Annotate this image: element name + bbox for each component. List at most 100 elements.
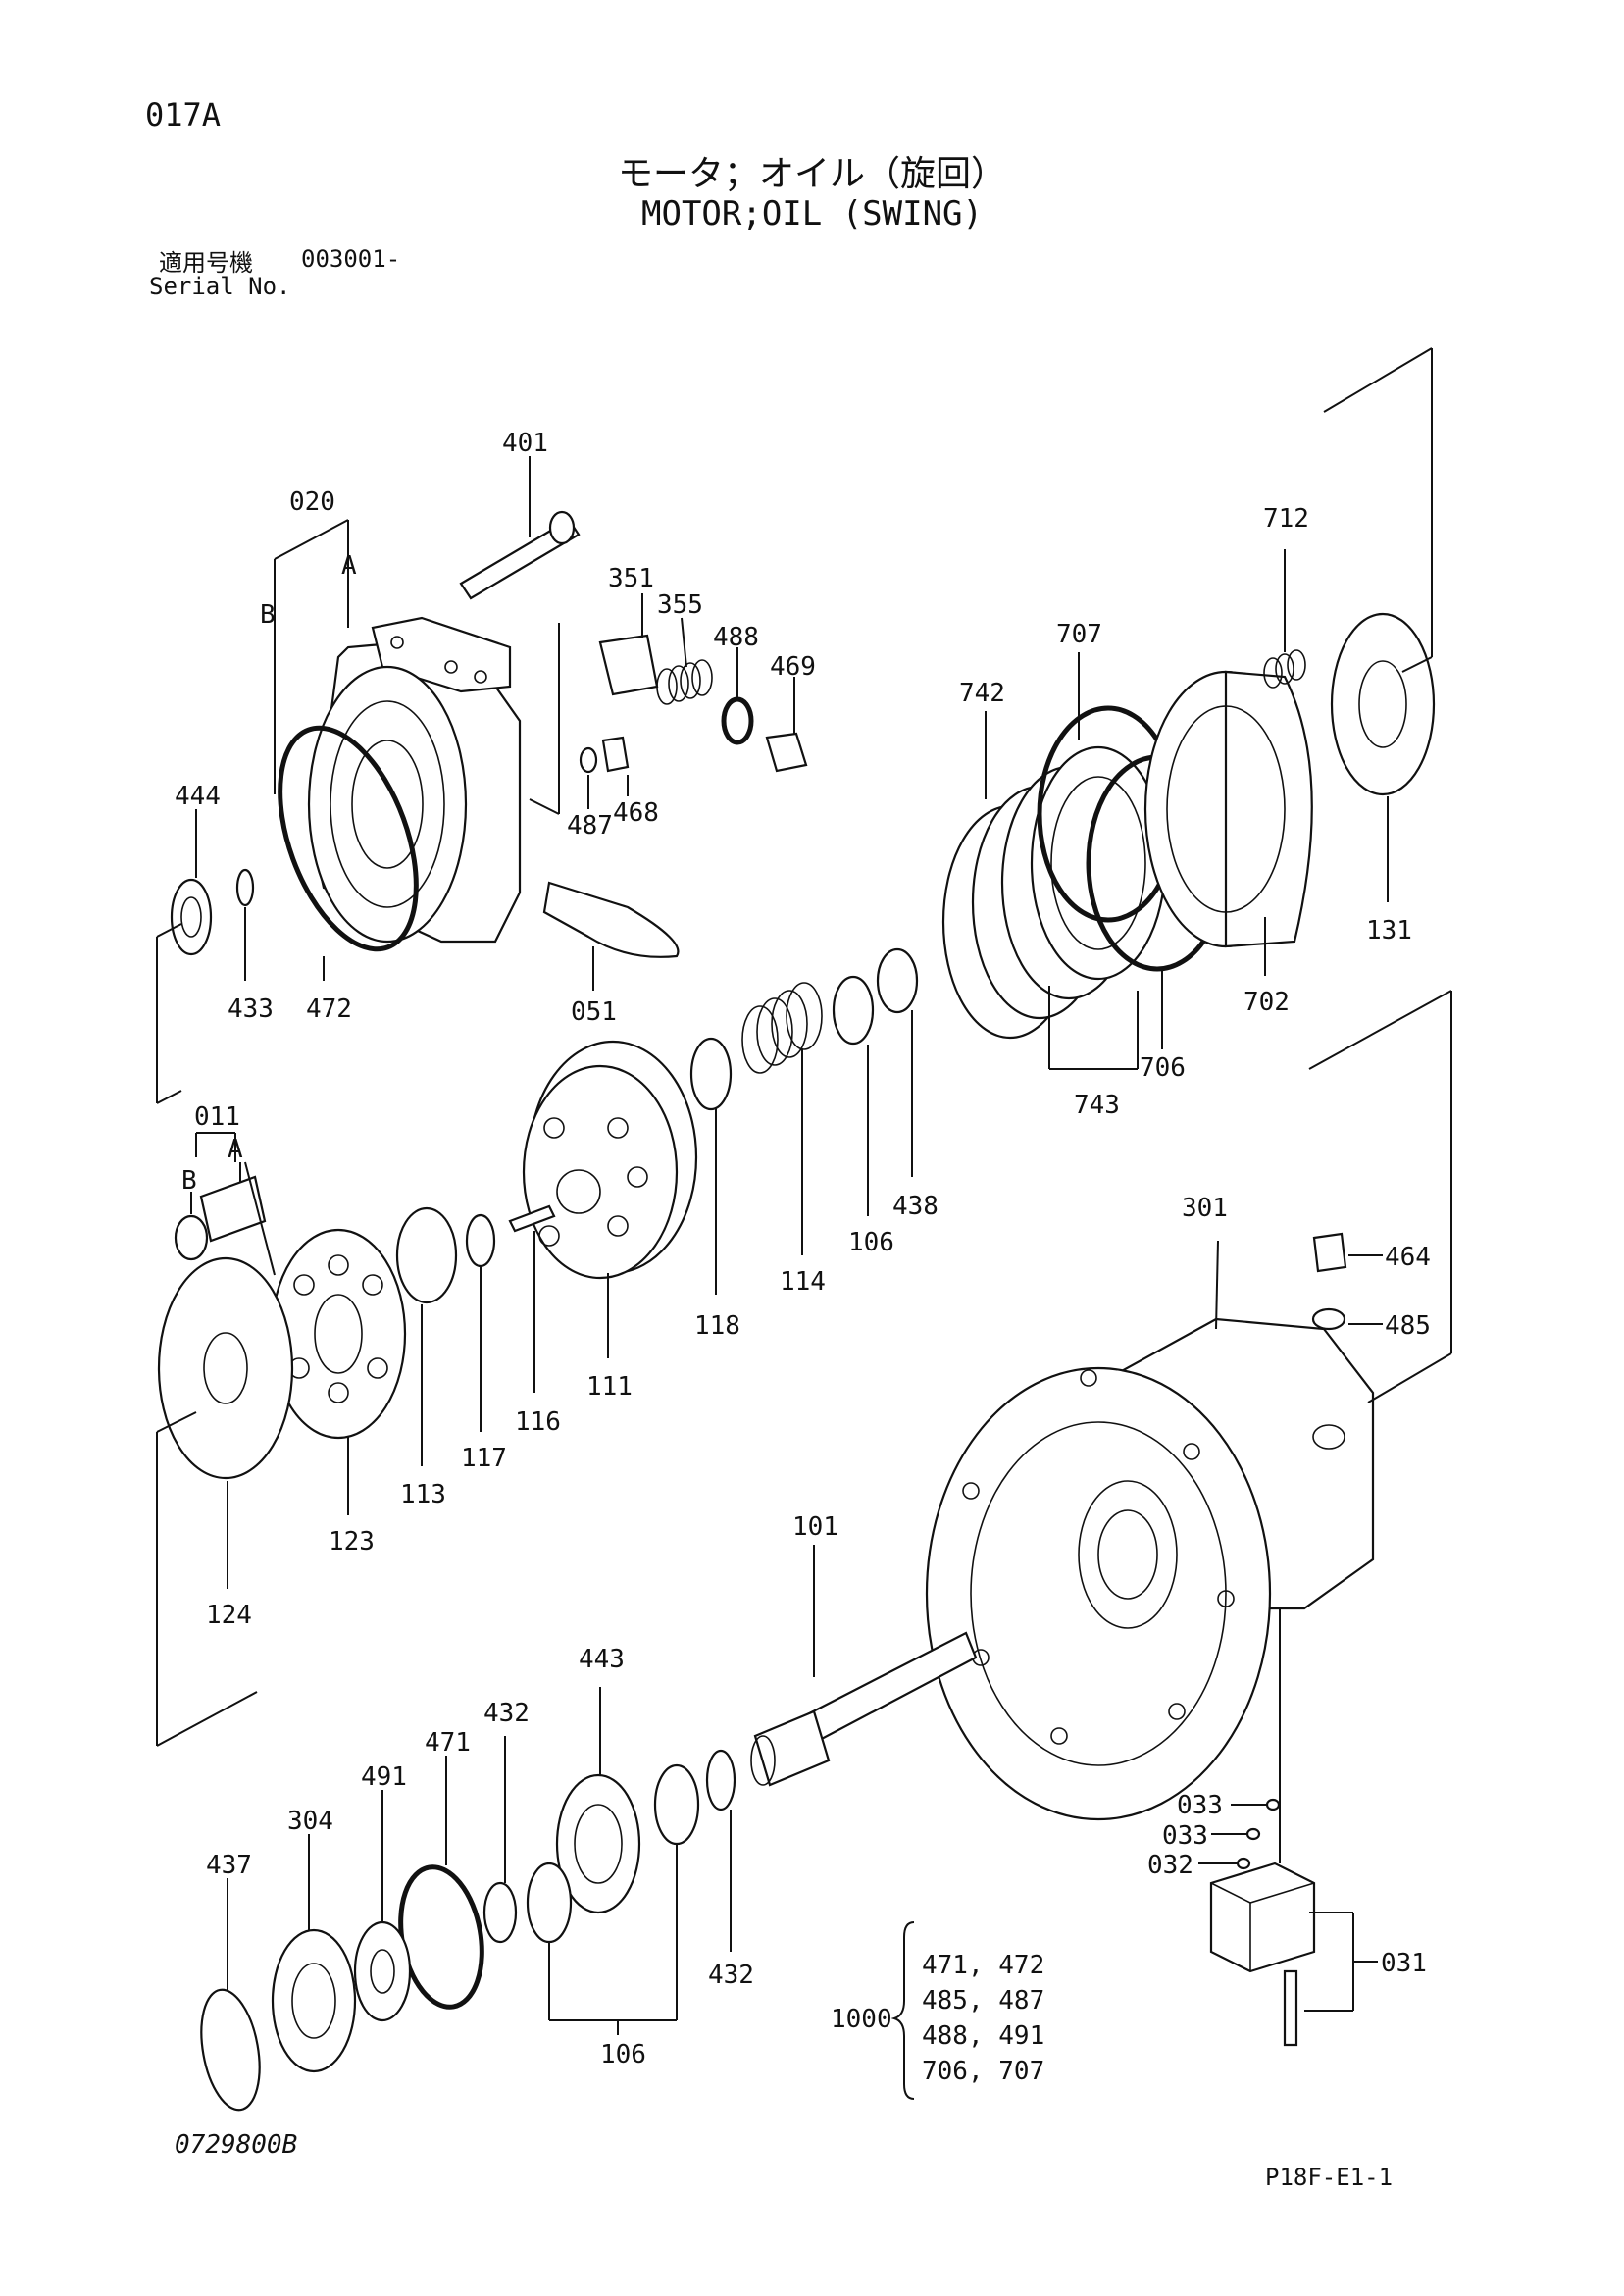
plug-033-b xyxy=(1245,1827,1261,1841)
label-443: 443 xyxy=(579,1645,625,1674)
leader-lines xyxy=(156,347,1452,2100)
label-702: 702 xyxy=(1243,988,1290,1017)
o-ring-472 xyxy=(278,725,419,952)
label-020-b: B xyxy=(260,600,276,630)
bearing-444 xyxy=(170,878,213,956)
label-432-lower: 432 xyxy=(708,1961,754,1990)
label-464: 464 xyxy=(1385,1243,1431,1272)
label-113: 113 xyxy=(400,1480,446,1509)
label-116: 116 xyxy=(515,1407,561,1437)
label-031: 031 xyxy=(1381,1949,1427,1978)
valve-351 xyxy=(598,634,659,696)
kit-row-3: 488, 491 xyxy=(922,2021,1044,2051)
title-english: MOTOR;OIL (SWING) xyxy=(641,194,983,233)
serial-label-english: Serial No. xyxy=(149,273,291,300)
label-106-lower: 106 xyxy=(600,2040,646,2069)
o-ring-487 xyxy=(579,746,598,774)
label-468: 468 xyxy=(613,798,659,828)
snap-ring-433 xyxy=(235,868,255,907)
label-487: 487 xyxy=(567,811,613,841)
relief-valve-051 xyxy=(542,881,680,958)
snap-ring-432-upper xyxy=(705,1749,736,1811)
shaft-101 xyxy=(750,1631,978,1787)
ring-106-lower-1 xyxy=(653,1763,700,1846)
ring-118 xyxy=(689,1037,733,1111)
plug-032 xyxy=(1236,1857,1251,1870)
snap-ring-438 xyxy=(876,947,919,1014)
bolt-401 xyxy=(459,518,581,600)
label-051: 051 xyxy=(571,997,617,1027)
label-471: 471 xyxy=(425,1728,471,1758)
label-742: 742 xyxy=(959,679,1005,708)
friction-plates-742 xyxy=(941,745,1167,1040)
bearing-304 xyxy=(271,1928,357,2073)
valve-031 xyxy=(1209,1862,1316,1973)
kit-row-4: 706, 707 xyxy=(922,2057,1044,2086)
label-472: 472 xyxy=(306,995,352,1024)
ring-117 xyxy=(465,1213,496,1268)
title-japanese: モータ；オイル（旋回） xyxy=(617,154,1006,194)
label-706: 706 xyxy=(1140,1053,1186,1083)
label-011-b: B xyxy=(181,1166,197,1196)
spring-712 xyxy=(1263,649,1306,689)
document-code: 0729800B xyxy=(175,2130,298,2160)
label-033-b: 033 xyxy=(1162,1821,1208,1851)
label-101: 101 xyxy=(792,1512,838,1542)
label-106-upper: 106 xyxy=(848,1228,894,1257)
valve-cover-assembly xyxy=(307,616,522,944)
bearing-443 xyxy=(555,1773,641,1914)
plug-464 xyxy=(1312,1232,1347,1273)
page-reference: P18F-E1-1 xyxy=(1265,2164,1394,2191)
label-032: 032 xyxy=(1147,1851,1193,1880)
bolt-031 xyxy=(1283,1969,1298,2047)
label-712: 712 xyxy=(1263,504,1309,534)
o-ring-485 xyxy=(1311,1307,1346,1331)
label-304: 304 xyxy=(287,1807,333,1836)
plug-033-a xyxy=(1265,1798,1281,1811)
ring-106 xyxy=(832,975,875,1046)
spherical-bushing-113 xyxy=(395,1206,458,1304)
pin-116 xyxy=(508,1204,556,1233)
label-438: 438 xyxy=(892,1192,939,1221)
o-ring-488 xyxy=(721,696,754,745)
kit-row-1: 471, 472 xyxy=(922,1951,1044,1980)
label-437: 437 xyxy=(206,1851,252,1880)
label-118: 118 xyxy=(694,1311,740,1341)
label-123: 123 xyxy=(329,1527,375,1556)
serial-label-japanese: 適用号機 xyxy=(159,249,253,277)
label-117: 117 xyxy=(461,1444,507,1473)
label-124: 124 xyxy=(206,1601,252,1630)
label-114: 114 xyxy=(780,1267,826,1297)
page-code: 017A xyxy=(145,96,222,133)
label-301: 301 xyxy=(1182,1194,1228,1223)
label-111: 111 xyxy=(586,1372,633,1402)
label-444: 444 xyxy=(175,782,221,811)
plug-469 xyxy=(765,732,808,773)
spring-355 xyxy=(656,659,713,705)
label-033-a: 033 xyxy=(1177,1791,1223,1820)
cylinder-block-111 xyxy=(522,1040,698,1280)
seal-491 xyxy=(353,1920,412,2022)
label-020: 020 xyxy=(289,487,335,517)
spring-114 xyxy=(741,982,823,1074)
ring-106-lower-2 xyxy=(526,1862,573,1944)
plug-468 xyxy=(601,736,630,773)
label-131: 131 xyxy=(1366,916,1412,945)
bolt-401-head xyxy=(548,510,576,545)
label-401: 401 xyxy=(502,429,548,458)
piston-011 xyxy=(174,1175,267,1261)
label-020-a: A xyxy=(341,551,357,581)
serial-number: 003001- xyxy=(301,245,401,273)
kit-row-2: 485, 487 xyxy=(922,1986,1044,2015)
label-433: 433 xyxy=(228,995,274,1024)
snap-ring-437 xyxy=(200,1988,261,2112)
label-351: 351 xyxy=(608,564,654,593)
label-488: 488 xyxy=(713,623,759,652)
brake-piston-702 xyxy=(1143,670,1313,948)
label-011-a: A xyxy=(228,1135,243,1164)
label-1000: 1000 xyxy=(831,2005,892,2034)
valve-plate-131 xyxy=(1330,612,1436,796)
label-707: 707 xyxy=(1056,620,1102,649)
label-469: 469 xyxy=(770,652,816,682)
